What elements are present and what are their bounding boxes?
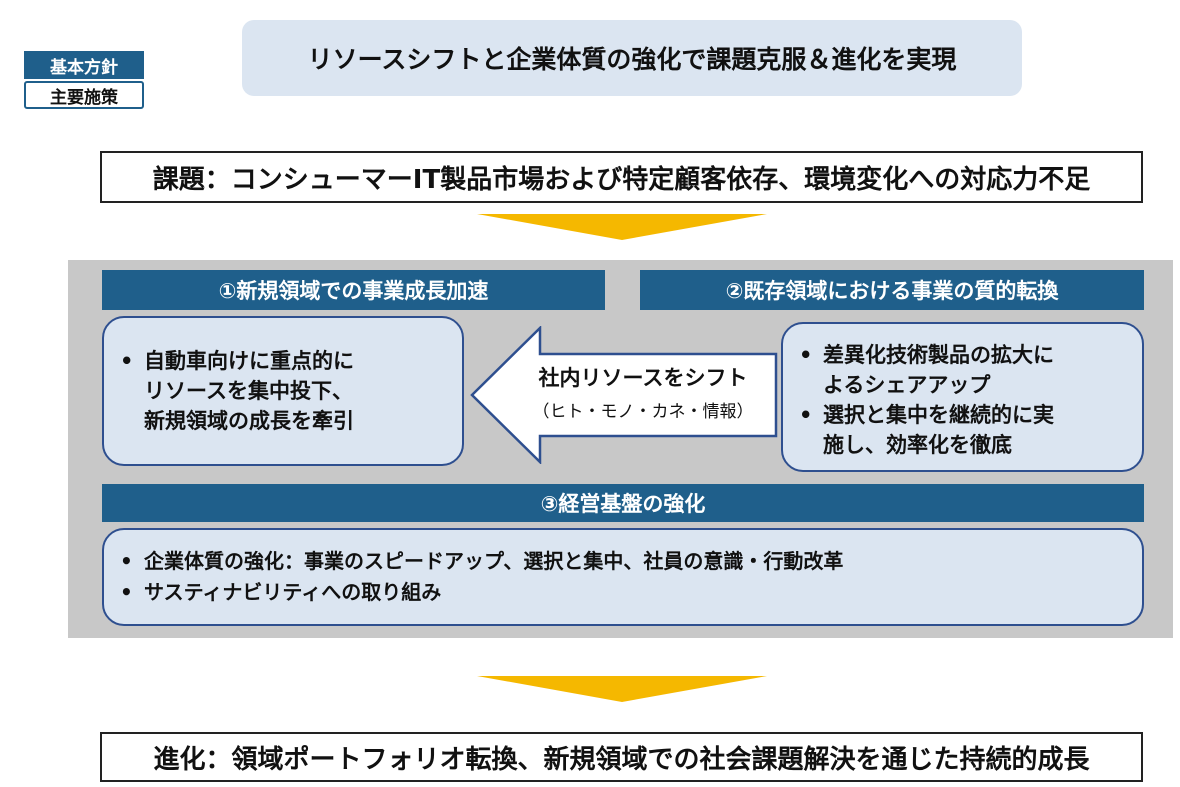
list-item-text: 差異化技術製品の拡大に (823, 343, 1054, 367)
list-item-text: 施し、効率化を徹底 (823, 433, 1012, 457)
bullet-icon: • (120, 549, 133, 573)
bullet-icon: • (120, 349, 134, 373)
down-chevron-icon (477, 676, 767, 702)
list-item-text: よるシェアアップ (823, 373, 991, 397)
list-item: • 自動車向けに重点的に (120, 346, 448, 376)
bullet-icon: • (120, 580, 133, 604)
arrow-label-sub: （ヒト・モノ・カネ・情報） (532, 402, 754, 422)
list-item-text: 企業体質の強化：事業のスピードアップ、選択と集中、社員の意識・行動改革 (144, 549, 844, 573)
list-item-continuation: リソースを集中投下、 (144, 379, 353, 403)
evolution-statement: 進化：領域ポートフォリオ転換、新規領域での社会課題解決を通じた持続的成長 (100, 732, 1143, 782)
list-item-continuation: 新規領域の成長を牽引 (144, 409, 354, 433)
down-chevron-icon (477, 214, 767, 240)
card-foundation: • 企業体質の強化：事業のスピードアップ、選択と集中、社員の意識・行動改革 • … (102, 528, 1144, 626)
bullet-icon: • (799, 403, 813, 427)
list-item: • 企業体質の強化：事業のスピードアップ、選択と集中、社員の意識・行動改革 (120, 546, 1128, 577)
main-measures-tag: 主要施策 (24, 81, 144, 109)
list-item-text: 選択と集中を継続的に実 (823, 403, 1054, 427)
basic-policy-tag: 基本方針 (24, 51, 144, 79)
list-item-text: 自動車向けに重点的に (144, 349, 354, 373)
section-header-foundation: ③経営基盤の強化 (102, 484, 1144, 522)
bullet-icon: • (799, 343, 813, 367)
card-new-domain: • 自動車向けに重点的に リソースを集中投下、 新規領域の成長を牽引 (102, 316, 464, 466)
left-arrow-icon (470, 326, 778, 464)
card-existing-domain: • 差異化技術製品の拡大に よるシェアアップ • 選択と集中を継続的に実 施し、… (781, 322, 1144, 472)
header-title: リソースシフトと企業体質の強化で課題克服＆進化を実現 (242, 20, 1022, 96)
list-item: • 差異化技術製品の拡大に よるシェアアップ (799, 340, 1132, 400)
list-item: • 選択と集中を継続的に実 施し、効率化を徹底 (799, 400, 1132, 460)
list-item: • サスティナビリティへの取り組み (120, 577, 1128, 608)
section-header-new-domain: ①新規領域での事業成長加速 (102, 270, 605, 310)
list-item-text: サスティナビリティへの取り組み (144, 580, 442, 604)
arrow-label-main: 社内リソースをシフト (538, 366, 748, 390)
section-header-existing-domain: ②既存領域における事業の質的転換 (640, 270, 1144, 310)
issue-statement: 課題：コンシューマーIT製品市場および特定顧客依存、環境変化への対応力不足 (100, 151, 1143, 203)
